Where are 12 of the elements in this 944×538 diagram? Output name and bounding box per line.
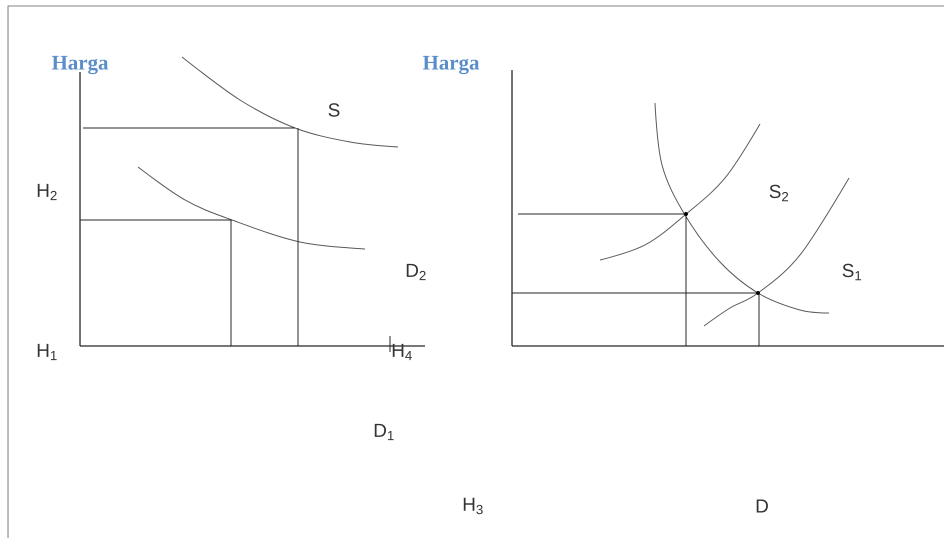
curve-label: H$_{2}$ bbox=[38, 184, 57, 200]
curve-label: H$_{1}$ bbox=[38, 344, 57, 360]
axis-title: Harga bbox=[422, 56, 480, 74]
curve-label: S$_{1}$ bbox=[842, 264, 862, 280]
curve-label: D bbox=[756, 499, 768, 512]
curve-label: S$_{2}$ bbox=[770, 184, 788, 202]
curve-label: S bbox=[328, 103, 340, 117]
curve-label: D$_{1}$ bbox=[374, 424, 394, 440]
curve-label: H$_{3}$ bbox=[464, 498, 483, 514]
curve-label: H$_{4}$ bbox=[392, 344, 412, 360]
curve-label: D$_{2}$ bbox=[406, 264, 426, 280]
axis-title: Harga bbox=[52, 56, 108, 74]
